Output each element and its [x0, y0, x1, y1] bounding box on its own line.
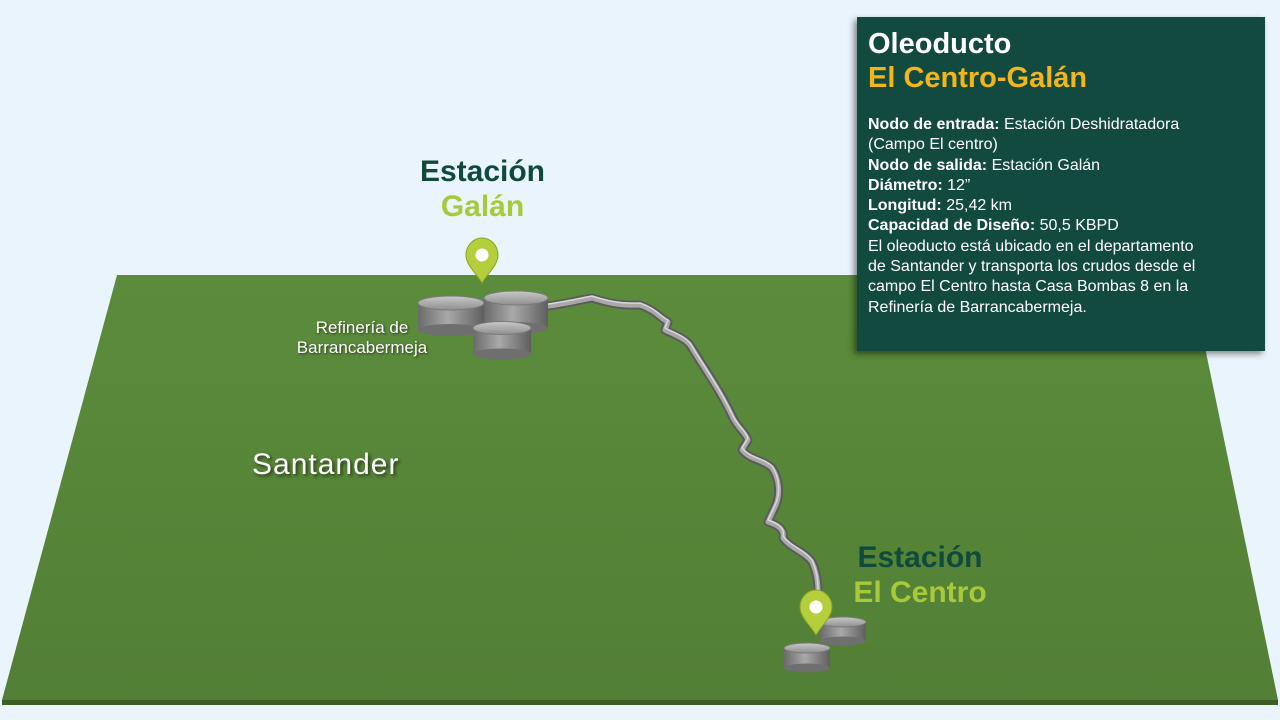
map-pin-icon: [799, 589, 833, 636]
storage-tank-icon: [783, 642, 831, 673]
detail-value: Estación Galán: [987, 156, 1101, 174]
refinery-label-line2: Barrancabermeja: [296, 338, 428, 357]
station-galan-label: Estación Galán: [400, 154, 565, 224]
detail-value: Estación Deshidratadora: [999, 116, 1180, 133]
storage-tank-icon: [417, 295, 485, 336]
map-pin-icon: [465, 237, 499, 284]
station-centro-line1: Estación: [857, 541, 983, 574]
station-centro-label: Estación El Centro: [840, 540, 1000, 610]
detail-label: Nodo de entrada:: [868, 116, 1000, 133]
detail-exit-node: Nodo de salida: Estación Galán: [868, 156, 1255, 176]
station-galan-line2: Galán: [440, 190, 525, 223]
refinery-label: Refinería de Barrancabermeja: [262, 318, 462, 358]
panel-title-line2: El Centro-Galán: [868, 62, 1088, 94]
panel-title-line1: Oleoducto: [868, 28, 1012, 60]
pipeline-info-panel: Oleoducto El Centro-Galán Nodo de entrad…: [857, 17, 1265, 351]
station-centro-line2: El Centro: [853, 576, 987, 609]
region-label: Santander: [252, 448, 400, 481]
description-line: El oleoducto está ubicado en el departam…: [868, 237, 1194, 255]
detail-label: Longitud:: [868, 197, 942, 215]
description-line: campo El Centro hasta Casa Bombas 8 en l…: [868, 278, 1189, 296]
detail-value: 25,42 km: [941, 197, 1013, 215]
storage-tank-icon: [472, 321, 532, 360]
description-line: Refinería de Barrancabermeja.: [868, 298, 1087, 316]
detail-label: Nodo de salida:: [868, 156, 988, 174]
detail-entry-node-field: (Campo El centro): [868, 135, 1255, 155]
storage-tank-icon: [819, 616, 867, 646]
description-line: de Santander y transporta los crudos des…: [868, 258, 1196, 276]
detail-length: Longitud: 25,42 km: [868, 196, 1255, 216]
detail-diameter: Diámetro: 12”: [868, 176, 1255, 196]
detail-value: 50,5 KBPD: [1035, 217, 1119, 235]
detail-value: (Campo El centro): [868, 136, 998, 154]
station-galan-line1: Estación: [419, 155, 546, 188]
detail-label: Capacidad de Diseño:: [868, 217, 1036, 235]
detail-value: 12”: [942, 176, 971, 194]
pipeline-route: [543, 293, 823, 625]
detail-capacity: Capacidad de Diseño: 50,5 KBPD: [868, 216, 1255, 236]
refinery-label-line1: Refinería de: [315, 318, 409, 337]
detail-entry-node: Nodo de entrada: Estación Deshidratadora: [868, 115, 1255, 135]
detail-label: Diámetro:: [868, 176, 943, 194]
land-edge: [2, 700, 1278, 705]
land-plane: [2, 275, 1278, 700]
